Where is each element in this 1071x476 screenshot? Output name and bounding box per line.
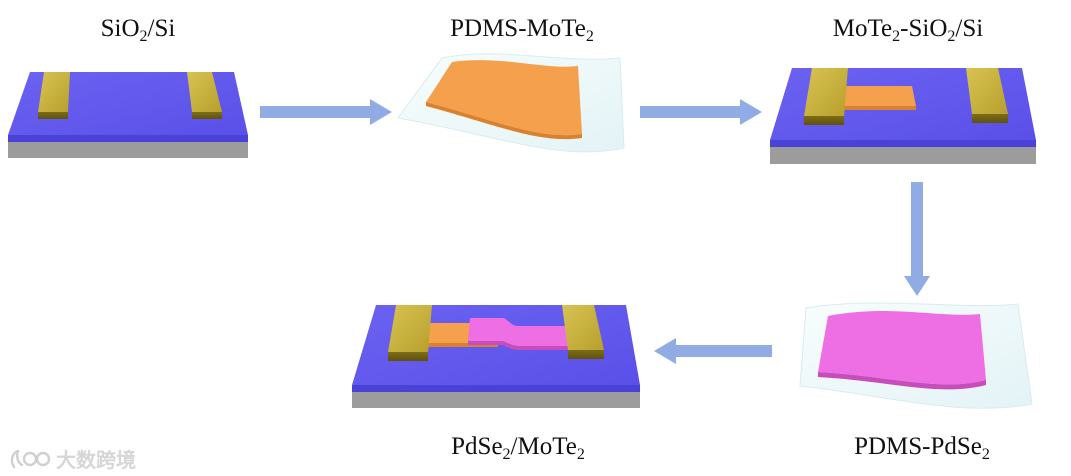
device-sio2-si: [8, 72, 248, 158]
silicon-base: [8, 142, 248, 158]
watermark-text: 大数跨境: [56, 448, 136, 472]
pdse2-flake: [468, 318, 570, 350]
device-pdse2-mote2: [352, 305, 640, 408]
silicon-base: [770, 147, 1036, 164]
label-pdms-mote2: PDMS-MoTe2: [450, 15, 594, 45]
electrode-left: [804, 68, 848, 125]
electrode-right: [187, 72, 222, 119]
label-pdse2-mote2: PdSe2/MoTe2: [451, 433, 585, 463]
pdse2-flake: [818, 311, 986, 385]
mote2-flake: [426, 60, 582, 136]
electrode-left: [388, 305, 432, 361]
film-pdms-pdse2: [799, 302, 1033, 409]
arrow-right-1: [260, 99, 392, 125]
substrate-oxide-side: [770, 140, 1036, 147]
watermark-logo-icon: [10, 449, 51, 468]
label-sio2-si: SiO2/Si: [100, 15, 176, 45]
mote2-flake: [842, 86, 916, 110]
label-pdms-pdse2: PDMS-PdSe2: [854, 433, 990, 463]
label-mote2-sio2-si: MoTe2-SiO2/Si: [832, 15, 984, 45]
device-mote2-sio2-si: [770, 68, 1036, 164]
silicon-base: [352, 392, 640, 408]
watermark: 大数跨境: [8, 444, 136, 473]
electrode-right: [966, 68, 1008, 123]
arrow-right-2: [640, 99, 762, 125]
electrode-right: [562, 305, 604, 359]
arrow-down: [904, 182, 930, 296]
substrate-oxide-side: [352, 385, 640, 392]
film-pdms-mote2: [397, 53, 625, 153]
substrate-oxide-side: [8, 135, 248, 142]
electrode-left: [38, 72, 70, 119]
arrow-left: [654, 338, 772, 364]
